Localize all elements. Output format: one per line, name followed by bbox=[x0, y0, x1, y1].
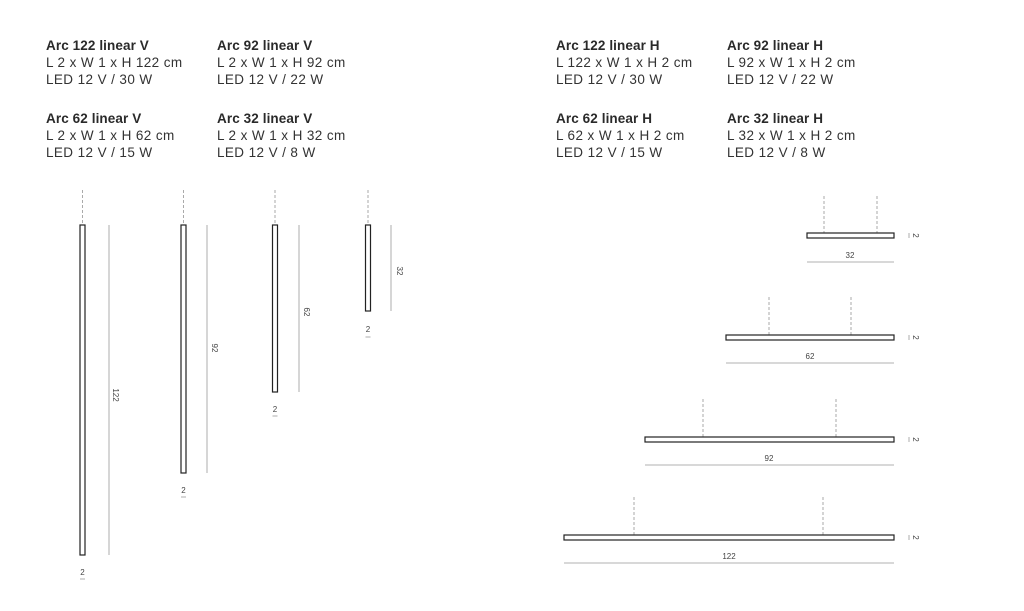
length-label: 122 bbox=[111, 388, 120, 402]
spec-title: Arc 122 linear H bbox=[556, 38, 660, 53]
spec-dimensions: L 2 x W 1 x H 62 cm bbox=[46, 128, 175, 143]
light-bar bbox=[806, 232, 895, 239]
spec-title: Arc 92 linear H bbox=[727, 38, 824, 53]
width-label: 2 bbox=[366, 325, 371, 334]
spec-arc-122-linear-v: Arc 122 linear V L 2 x W 1 x H 122 cm LE… bbox=[46, 37, 211, 88]
light-bar bbox=[725, 334, 895, 341]
spec-arc-62-linear-v: Arc 62 linear V L 2 x W 1 x H 62 cm LED … bbox=[46, 110, 211, 161]
spec-power: LED 12 V / 30 W bbox=[556, 72, 663, 87]
spec-dimensions: L 2 x W 1 x H 92 cm bbox=[217, 55, 346, 70]
spec-dimensions: L 2 x W 1 x H 122 cm bbox=[46, 55, 183, 70]
spec-power: LED 12 V / 30 W bbox=[46, 72, 153, 87]
spec-power: LED 12 V / 8 W bbox=[727, 145, 826, 160]
spec-dimensions: L 32 x W 1 x H 2 cm bbox=[727, 128, 856, 143]
width-label: 2 bbox=[80, 568, 85, 577]
light-bar bbox=[644, 436, 895, 443]
light-bar bbox=[364, 224, 372, 312]
spec-power: LED 12 V / 15 W bbox=[46, 145, 153, 160]
fixture-arc-32-v bbox=[364, 190, 392, 338]
spec-title: Arc 32 linear V bbox=[217, 111, 313, 126]
fixture-arc-62-h bbox=[725, 297, 910, 364]
length-label: 122 bbox=[722, 552, 736, 561]
spec-arc-92-linear-h: Arc 92 linear H L 92 x W 1 x H 2 cm LED … bbox=[727, 37, 892, 88]
length-label: 32 bbox=[395, 267, 404, 276]
spec-dimensions: L 122 x W 1 x H 2 cm bbox=[556, 55, 693, 70]
length-label: 62 bbox=[302, 308, 311, 317]
spec-power: LED 12 V / 15 W bbox=[556, 145, 663, 160]
height-label: 2 bbox=[911, 233, 920, 238]
light-bar bbox=[79, 224, 86, 556]
spec-arc-92-linear-v: Arc 92 linear V L 2 x W 1 x H 92 cm LED … bbox=[217, 37, 382, 88]
spec-arc-62-linear-h: Arc 62 linear H L 62 x W 1 x H 2 cm LED … bbox=[556, 110, 721, 161]
fixture-arc-32-h bbox=[806, 196, 910, 263]
length-label: 32 bbox=[846, 251, 855, 260]
fixture-arc-92-h bbox=[644, 399, 910, 466]
spec-dimensions: L 92 x W 1 x H 2 cm bbox=[727, 55, 856, 70]
spec-arc-122-linear-h: Arc 122 linear H L 122 x W 1 x H 2 cm LE… bbox=[556, 37, 721, 88]
spec-dimensions: L 2 x W 1 x H 32 cm bbox=[217, 128, 346, 143]
light-bar bbox=[180, 224, 187, 474]
width-label: 2 bbox=[273, 405, 278, 414]
length-label: 92 bbox=[765, 454, 774, 463]
length-label: 62 bbox=[806, 352, 815, 361]
height-label: 2 bbox=[911, 437, 920, 442]
spec-title: Arc 62 linear V bbox=[46, 111, 142, 126]
light-bar bbox=[563, 534, 895, 541]
fixture-arc-92-v bbox=[180, 190, 208, 498]
spec-power: LED 12 V / 8 W bbox=[217, 145, 316, 160]
spec-title: Arc 92 linear V bbox=[217, 38, 313, 53]
height-label: 2 bbox=[911, 535, 920, 540]
spec-dimensions: L 62 x W 1 x H 2 cm bbox=[556, 128, 685, 143]
fixture-arc-62-v bbox=[271, 190, 300, 417]
light-bar bbox=[271, 224, 279, 393]
fixture-arc-122-v bbox=[79, 190, 110, 580]
spec-title: Arc 32 linear H bbox=[727, 111, 824, 126]
fixture-arc-122-h bbox=[563, 497, 910, 564]
height-label: 2 bbox=[911, 335, 920, 340]
spec-title: Arc 62 linear H bbox=[556, 111, 653, 126]
spec-arc-32-linear-h: Arc 32 linear H L 32 x W 1 x H 2 cm LED … bbox=[727, 110, 892, 161]
spec-power: LED 12 V / 22 W bbox=[217, 72, 324, 87]
length-label: 92 bbox=[210, 344, 219, 353]
width-label: 2 bbox=[181, 486, 186, 495]
spec-title: Arc 122 linear V bbox=[46, 38, 149, 53]
spec-arc-32-linear-v: Arc 32 linear V L 2 x W 1 x H 32 cm LED … bbox=[217, 110, 382, 161]
spec-power: LED 12 V / 22 W bbox=[727, 72, 834, 87]
